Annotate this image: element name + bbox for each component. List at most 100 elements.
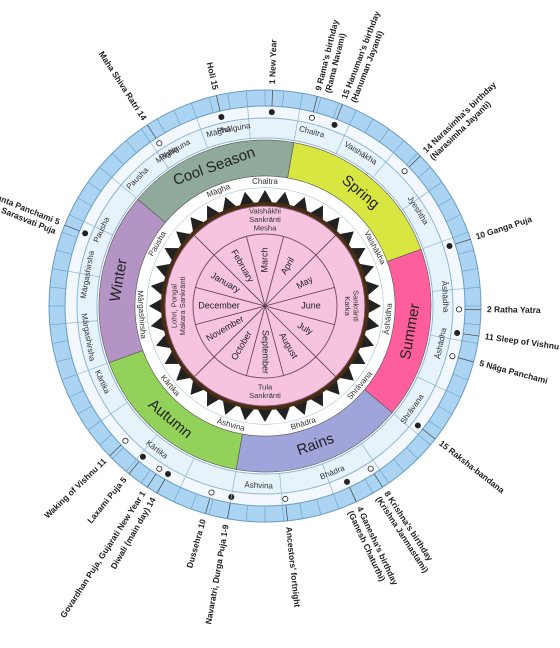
outer-tick xyxy=(140,128,151,143)
band-divider xyxy=(322,463,334,495)
outer-tick xyxy=(282,505,285,522)
festival-label: Holi 15 xyxy=(205,61,221,91)
sun-ray xyxy=(309,391,323,407)
sankranti-label-line: Tula xyxy=(258,383,273,392)
outer-tick xyxy=(52,340,69,344)
festival-label: 1 New Year xyxy=(267,39,279,85)
outer-tick xyxy=(333,102,340,119)
festival-label-line: 14 Narasimha's birthday xyxy=(421,79,499,154)
festival-label: 14 Narasimha's birthday(Narasimha Jayant… xyxy=(421,79,499,162)
outer-tick xyxy=(125,459,137,472)
sankranti-label-line: Makara Sankrānti xyxy=(178,276,187,335)
festival-label: 10 Ganga Puja xyxy=(474,214,533,242)
month-spoke xyxy=(213,254,266,307)
outer-tick xyxy=(364,479,374,494)
sun-ray xyxy=(358,263,375,278)
festival-marker xyxy=(82,230,89,237)
outer-tick xyxy=(406,153,418,165)
festival-leader xyxy=(285,504,288,521)
outer-tick xyxy=(461,268,478,272)
hindu-month-inner-label: Chaitra xyxy=(252,177,278,186)
outer-tick xyxy=(87,420,102,431)
sun-ray xyxy=(207,205,221,221)
sankranti-label-line: Sankrānti xyxy=(351,290,360,322)
month-spoke xyxy=(245,305,266,376)
sun-ray xyxy=(257,408,273,422)
outer-tick xyxy=(379,469,390,484)
festival-leader xyxy=(458,357,474,363)
outer-tick xyxy=(49,286,66,289)
outer-tick xyxy=(299,502,303,519)
outer-tick xyxy=(49,323,66,326)
festival-leader xyxy=(64,224,80,232)
month-spoke xyxy=(195,305,266,326)
sun-ray xyxy=(239,191,255,207)
festival-label-line: Holi 15 xyxy=(205,61,221,91)
outer-tick xyxy=(173,487,181,502)
outer-tick xyxy=(112,447,124,459)
sankranti-label-line: Sankrānti xyxy=(249,215,281,224)
band-divider xyxy=(293,108,301,141)
outer-tick xyxy=(190,102,197,119)
outer-tick xyxy=(190,493,197,510)
sun-ray xyxy=(150,316,166,332)
outer-tick xyxy=(458,249,474,255)
festival-marker xyxy=(139,453,146,460)
festival-leader xyxy=(349,487,357,502)
outer-tick xyxy=(393,459,405,472)
band-divider xyxy=(65,320,98,324)
band-divider xyxy=(372,152,394,178)
outer-tick xyxy=(282,90,285,107)
hindu-month-outer-label: Āshvina xyxy=(244,481,273,491)
sun-ray xyxy=(275,405,291,421)
festival-leader xyxy=(408,155,421,168)
sun-ray xyxy=(190,217,205,233)
festival-markers xyxy=(64,90,481,521)
month-spoke xyxy=(245,236,266,307)
sankranti-label-line: Sankrānti xyxy=(249,391,281,400)
band-divider xyxy=(247,106,251,139)
festival-leader xyxy=(227,502,231,519)
festival-marker xyxy=(156,465,163,472)
outer-tick xyxy=(446,390,461,398)
festival-marker xyxy=(282,495,289,502)
festival-label: Maha Shiva Ratri 14 xyxy=(97,49,149,122)
band-divider xyxy=(76,363,108,375)
festival-leader xyxy=(109,444,122,457)
festival-leader xyxy=(336,104,343,120)
outer-tick xyxy=(464,286,481,289)
sankranti-label-line: Lohri, Pongal xyxy=(170,284,179,329)
sankranti-label-line: Karka xyxy=(343,296,352,316)
festival-marker xyxy=(449,353,456,360)
festival-marker xyxy=(401,168,408,175)
month-dividers xyxy=(65,106,465,506)
festival-marker xyxy=(367,465,374,472)
season-segment xyxy=(137,139,295,223)
month-spokes xyxy=(194,235,336,377)
festival-marker xyxy=(414,422,421,429)
band-divider xyxy=(136,434,158,460)
festival-marker xyxy=(208,489,215,496)
outer-tick xyxy=(173,110,181,125)
outer-tick xyxy=(379,128,390,143)
sun-ray xyxy=(367,298,381,314)
sun-ray xyxy=(293,196,308,213)
band-divider xyxy=(180,458,195,488)
festival-leader xyxy=(373,473,383,488)
festival-leader xyxy=(313,96,318,113)
sankranti-label-line: Vaishākhi xyxy=(249,206,281,215)
sun-ray xyxy=(358,334,375,349)
festival-marker xyxy=(343,478,350,485)
sun-ray xyxy=(239,405,255,421)
month-spoke xyxy=(264,254,317,307)
festival-label-line: 10 Ganga Puja xyxy=(474,214,533,242)
festival-marker xyxy=(218,113,225,120)
outer-tick xyxy=(56,249,72,255)
sun-ray xyxy=(155,263,172,278)
sun-ray xyxy=(364,316,380,332)
